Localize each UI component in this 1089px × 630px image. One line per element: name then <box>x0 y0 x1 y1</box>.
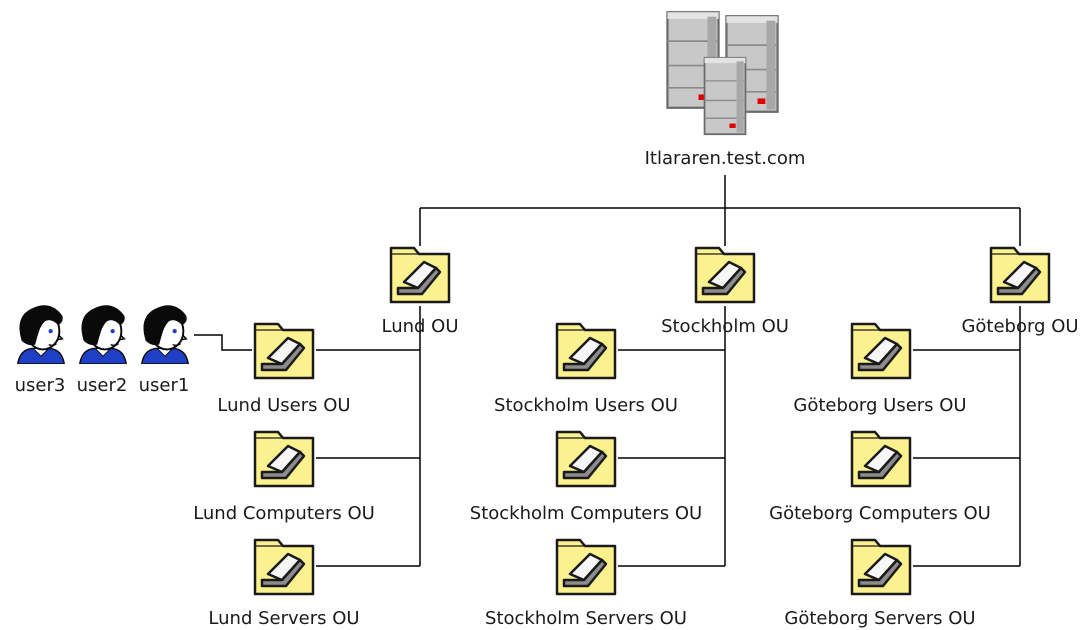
domain-root-label: Itlararen.test.com <box>645 148 806 169</box>
connectors <box>194 175 1021 567</box>
server-icon <box>703 56 747 136</box>
site-ou-lund[interactable]: Lund OU <box>381 246 459 337</box>
folder-icon <box>253 538 315 596</box>
user-user1[interactable]: user1 <box>139 304 190 396</box>
users-to-lund-users-link <box>194 334 252 351</box>
user-label: user2 <box>77 375 128 396</box>
folder-icon <box>555 322 617 380</box>
child-ou-label: Lund Users OU <box>217 395 350 416</box>
user-icon <box>140 304 190 364</box>
folder-icon <box>989 246 1051 304</box>
folder-icon <box>850 430 912 488</box>
folder-icon <box>253 430 315 488</box>
child-ou-goteborg-computers[interactable]: Göteborg Computers OU <box>769 430 991 524</box>
folder-icon <box>850 538 912 596</box>
site-ou-label: Lund OU <box>381 316 458 337</box>
child-ou-label: Stockholm Servers OU <box>485 608 687 629</box>
child-ou-stockholm-servers[interactable]: Stockholm Servers OU <box>485 538 687 629</box>
site-ou-label: Stockholm OU <box>661 316 789 337</box>
child-ou-label: Göteborg Servers OU <box>784 608 975 629</box>
folder-icon <box>389 246 451 304</box>
site-ou-label: Göteborg OU <box>961 316 1078 337</box>
child-ou-stockholm-users[interactable]: Stockholm Users OU <box>494 322 678 416</box>
child-ou-label: Stockholm Users OU <box>494 395 678 416</box>
folder-icon <box>694 246 756 304</box>
child-ou-label: Lund Servers OU <box>208 608 359 629</box>
child-ou-lund-users[interactable]: Lund Users OU <box>217 322 351 416</box>
folder-icon <box>253 322 315 380</box>
user-label: user1 <box>139 375 190 396</box>
child-ou-goteborg-users[interactable]: Göteborg Users OU <box>793 322 967 416</box>
user-user3[interactable]: user3 <box>15 304 66 396</box>
child-ou-label: Lund Computers OU <box>193 503 375 524</box>
user-icon <box>16 304 66 364</box>
child-ou-lund-servers[interactable]: Lund Servers OU <box>208 538 360 629</box>
child-ou-label: Göteborg Computers OU <box>769 503 991 524</box>
child-ou-label: Stockholm Computers OU <box>470 503 702 524</box>
site-ou-stockholm[interactable]: Stockholm OU <box>661 246 789 337</box>
user-user2[interactable]: user2 <box>77 304 128 396</box>
folder-icon <box>555 430 617 488</box>
folder-icon <box>850 322 912 380</box>
child-ou-stockholm-computers[interactable]: Stockholm Computers OU <box>470 430 702 524</box>
site-ou-goteborg[interactable]: Göteborg OU <box>961 246 1079 337</box>
user-icon <box>78 304 128 364</box>
child-ou-goteborg-servers[interactable]: Göteborg Servers OU <box>784 538 976 629</box>
child-ou-label: Göteborg Users OU <box>793 395 966 416</box>
domain-root-node[interactable]: Itlararen.test.com <box>645 11 806 169</box>
folder-icon <box>555 538 617 596</box>
child-ou-lund-computers[interactable]: Lund Computers OU <box>193 430 375 524</box>
user-label: user3 <box>15 375 66 396</box>
